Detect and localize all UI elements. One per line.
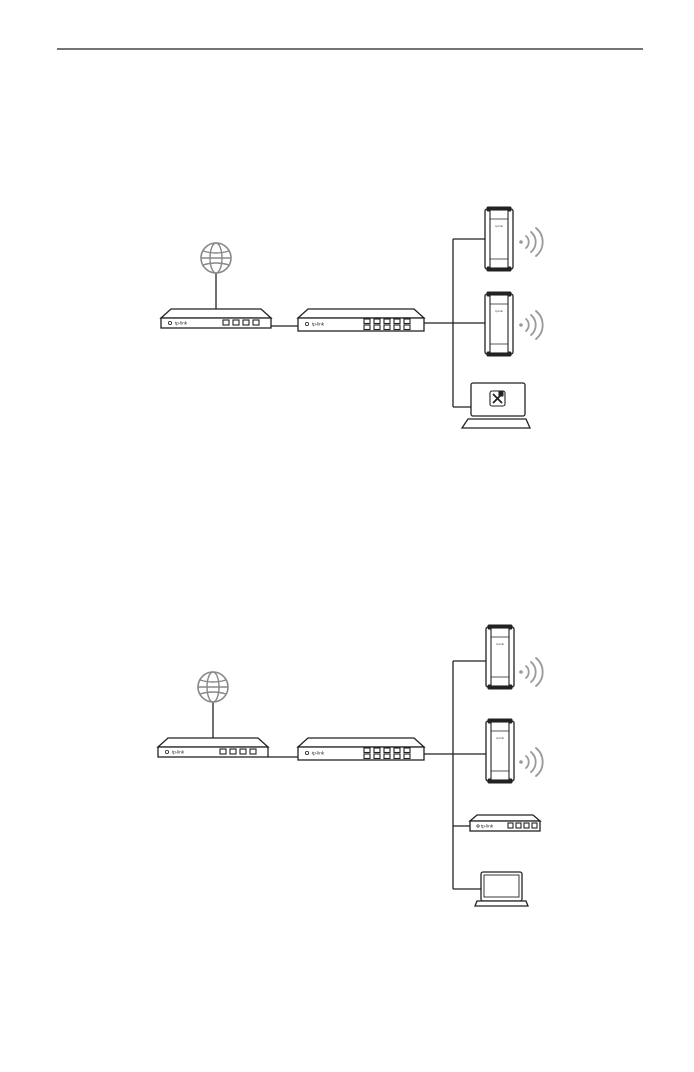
router-brand-label: tp-link <box>175 321 188 326</box>
laptop-icon <box>475 872 528 906</box>
hardware-controller-device: tp-link <box>470 815 540 831</box>
topology-diagram-2: tp-link tp-link tp-link <box>158 625 543 906</box>
access-point-2-icon <box>486 719 514 783</box>
access-point-2-icon <box>485 292 513 356</box>
access-point-1-icon <box>486 625 514 689</box>
router-device: tp-link <box>161 309 271 328</box>
router-brand-label: tp-link <box>172 750 185 755</box>
internet-globe-icon <box>198 672 228 702</box>
access-point-1-icon <box>485 207 513 271</box>
router-device: tp-link <box>158 738 268 757</box>
wifi-signal-icon <box>519 228 542 256</box>
wifi-signal-icon <box>519 748 542 776</box>
wifi-signal-icon <box>519 311 542 339</box>
switch-brand-label: tp-link <box>312 751 325 756</box>
switch-device: tp-link <box>298 309 424 331</box>
internet-globe-icon <box>201 243 231 273</box>
controller-brand-label: tp-link <box>481 824 494 829</box>
switch-device: tp-link <box>298 738 424 760</box>
wifi-signal-icon <box>519 658 542 686</box>
topology-diagram-1: tp-link tp-link <box>161 207 543 428</box>
switch-brand-label: tp-link <box>312 322 325 327</box>
management-controller-icon <box>462 383 530 428</box>
